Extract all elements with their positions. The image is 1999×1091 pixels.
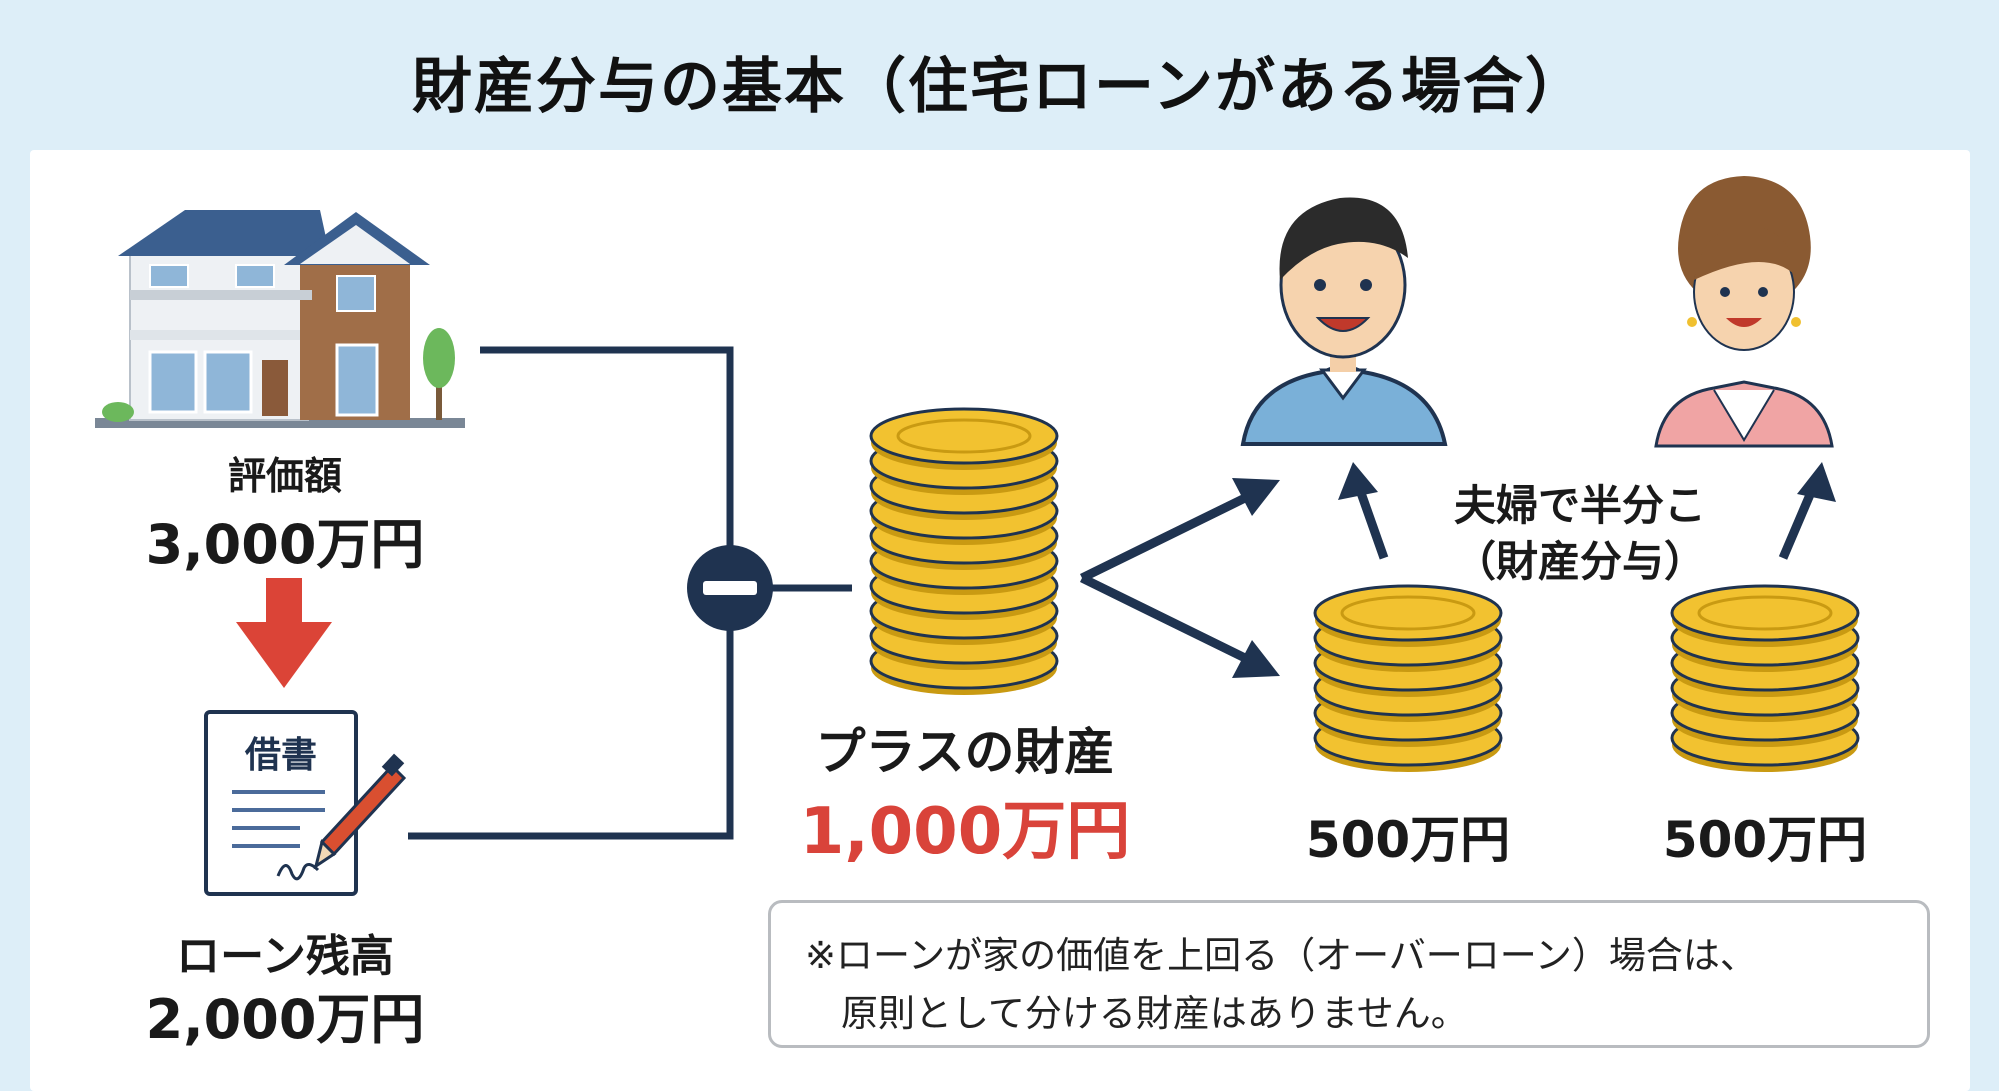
house-value-amount: 3,000万円 [145, 513, 425, 576]
loan-document-icon [204, 710, 407, 896]
husband-avatar [1240, 197, 1448, 446]
wife-share-amount: 500万円 [1662, 811, 1868, 869]
coin-stack-large [869, 407, 1059, 697]
minus-icon [687, 545, 773, 631]
coin-stack-husband [1313, 584, 1503, 774]
pen-icon [313, 753, 407, 870]
document-title: 借書 [244, 735, 317, 776]
division-sublabel: （財産分与） [1453, 537, 1706, 586]
net-asset-amount: 1,000万円 [799, 795, 1131, 869]
coin-stack-wife [1670, 584, 1860, 774]
page-title: 財産分与の基本（住宅ローンがある場合） [412, 52, 1587, 122]
husband-share-amount: 500万円 [1305, 811, 1511, 869]
house-value-label: 評価額 [227, 454, 342, 498]
loan-balance-label: ローン残高 [176, 931, 394, 982]
arrow-heads [1232, 462, 1836, 678]
house-icon [95, 210, 465, 428]
overloan-note: ※ローンが家の価値を上回る（オーバーローン）場合は、 原則として分ける財産はあり… [768, 900, 1930, 1048]
arrow-down-icon [236, 578, 332, 688]
loan-balance-amount: 2,000万円 [145, 988, 425, 1051]
division-label: 夫婦で半分こ [1453, 481, 1706, 530]
wife-avatar [1654, 176, 1834, 448]
note-line-1: ※ローンが家の価値を上回る（オーバーローン）場合は、 [805, 934, 1757, 977]
net-asset-label: プラスの財産 [815, 723, 1115, 781]
split-arrows [1080, 488, 1817, 663]
note-line-2: 原則として分ける財産はありません。 [841, 992, 1468, 1035]
